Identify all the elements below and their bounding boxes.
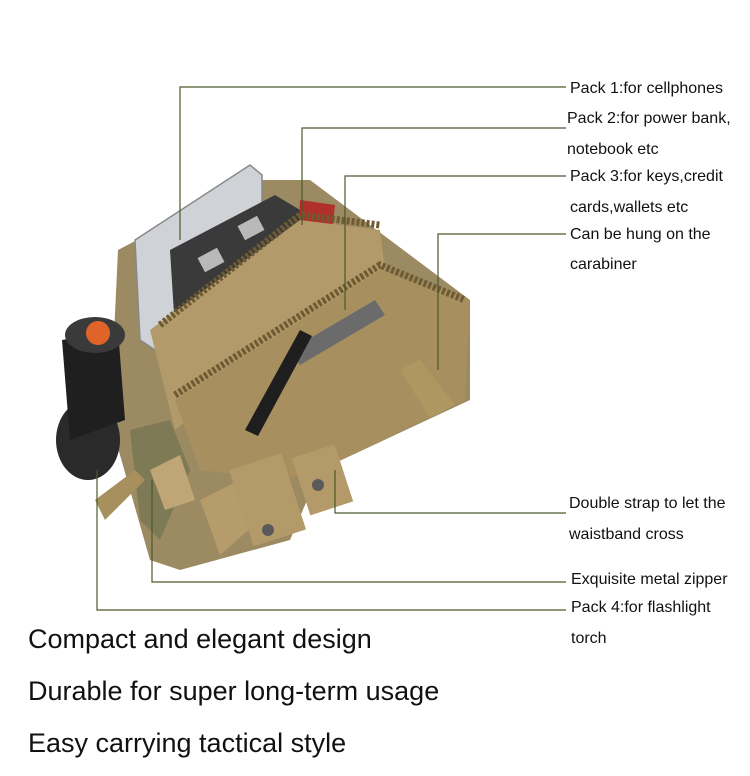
callout-pack4-line1: Pack 4:for flashlight <box>571 599 711 616</box>
leader-carabiner <box>437 233 566 370</box>
leader-pack1 <box>179 86 566 240</box>
pouch-image <box>56 164 470 570</box>
callout-pack2-line2: notebook etc <box>567 141 659 158</box>
callout-pack1: Pack 1:for cellphones <box>570 80 723 97</box>
tagline-1: Compact and elegant design <box>28 624 372 654</box>
callout-pack2-line1: Pack 2:for power bank, <box>567 110 731 127</box>
leader-pack3 <box>344 175 566 310</box>
leader-zipper <box>151 480 566 583</box>
callout-strap-line1: Double strap to let the <box>569 495 726 512</box>
leader-lines <box>96 86 566 611</box>
tagline-3: Easy carrying tactical style <box>28 728 347 758</box>
callout-zipper: Exquisite metal zipper <box>571 571 728 588</box>
callout-pack3-line2: cards,wallets etc <box>570 199 689 216</box>
callout-carabiner-line2: carabiner <box>570 256 637 273</box>
callout-strap-line2: waistband cross <box>569 526 684 543</box>
callout-carabiner-line1: Can be hung on the <box>570 226 711 243</box>
callout-pack4-line2: torch <box>571 630 607 647</box>
leader-strap <box>334 470 566 514</box>
tagline-2: Durable for super long-term usage <box>28 676 440 706</box>
flashlight-image <box>56 317 125 480</box>
leader-pack2 <box>301 127 566 225</box>
leader-pack4 <box>96 470 566 611</box>
callout-pack3-line1: Pack 3:for keys,credit <box>570 168 723 185</box>
